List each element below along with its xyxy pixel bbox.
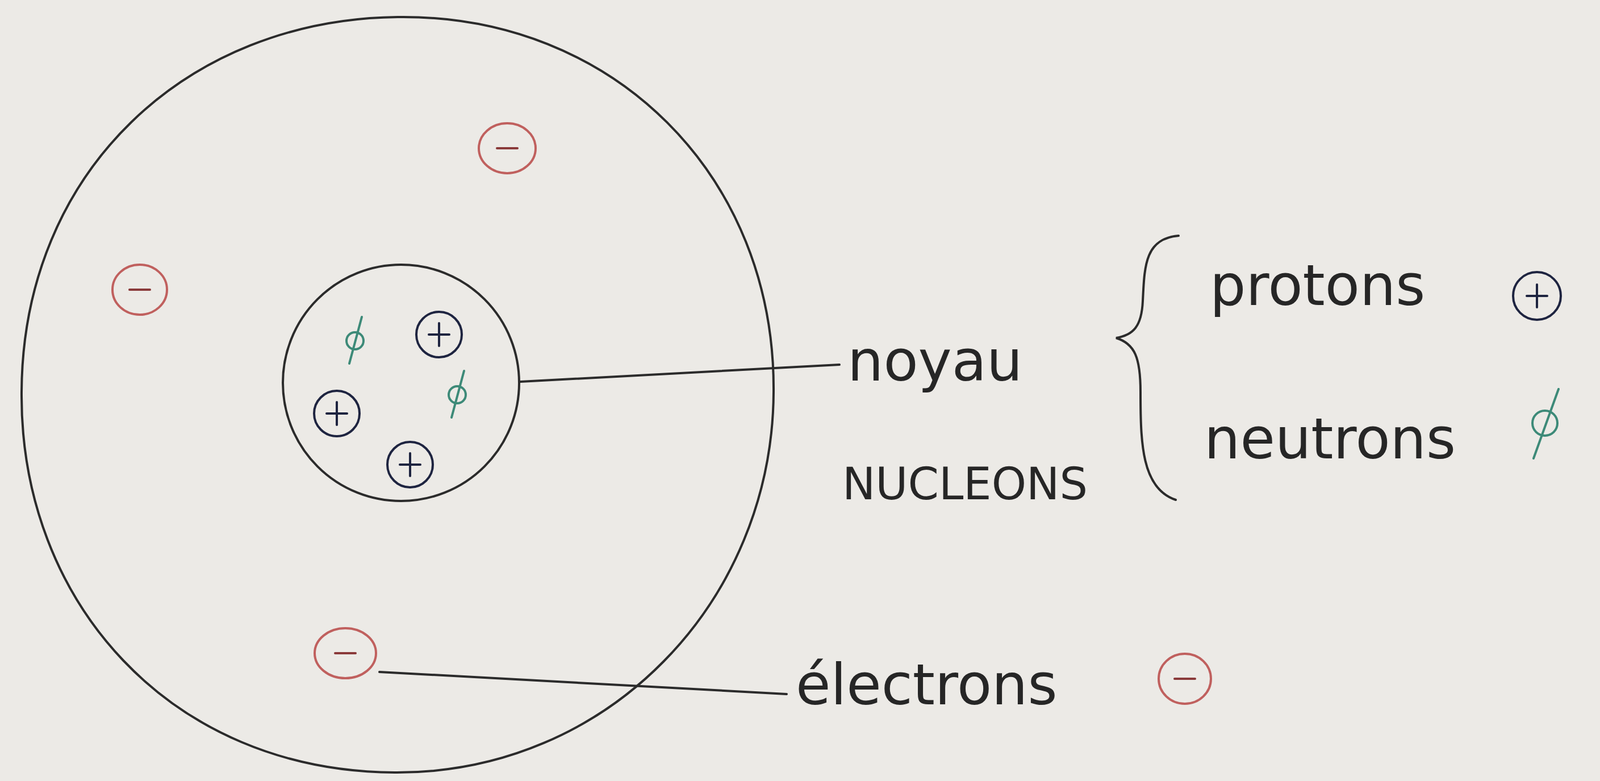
part-label: protons bbox=[1209, 254, 1426, 317]
proton-symbol bbox=[1513, 272, 1561, 320]
proton-symbol bbox=[314, 390, 360, 437]
electron-symbol bbox=[478, 123, 536, 174]
nucleus-outline bbox=[282, 264, 520, 501]
part-label: neutrons bbox=[1204, 407, 1456, 471]
electron-symbol bbox=[112, 264, 167, 315]
neutron-symbol bbox=[346, 316, 364, 364]
part-label: noyau bbox=[847, 329, 1023, 393]
leader-line bbox=[379, 671, 787, 695]
electron-symbol bbox=[1158, 653, 1211, 704]
part-label: électrons bbox=[795, 653, 1058, 717]
electron-symbol bbox=[314, 628, 377, 679]
proton-symbol bbox=[387, 441, 433, 488]
neutron-symbol bbox=[448, 370, 466, 418]
brace bbox=[1116, 235, 1179, 500]
part-label: NUCLEONS bbox=[842, 460, 1088, 509]
leader-line bbox=[520, 364, 840, 382]
proton-symbol bbox=[416, 311, 462, 358]
neutron-symbol bbox=[1532, 389, 1559, 459]
atom-outline bbox=[21, 17, 774, 773]
